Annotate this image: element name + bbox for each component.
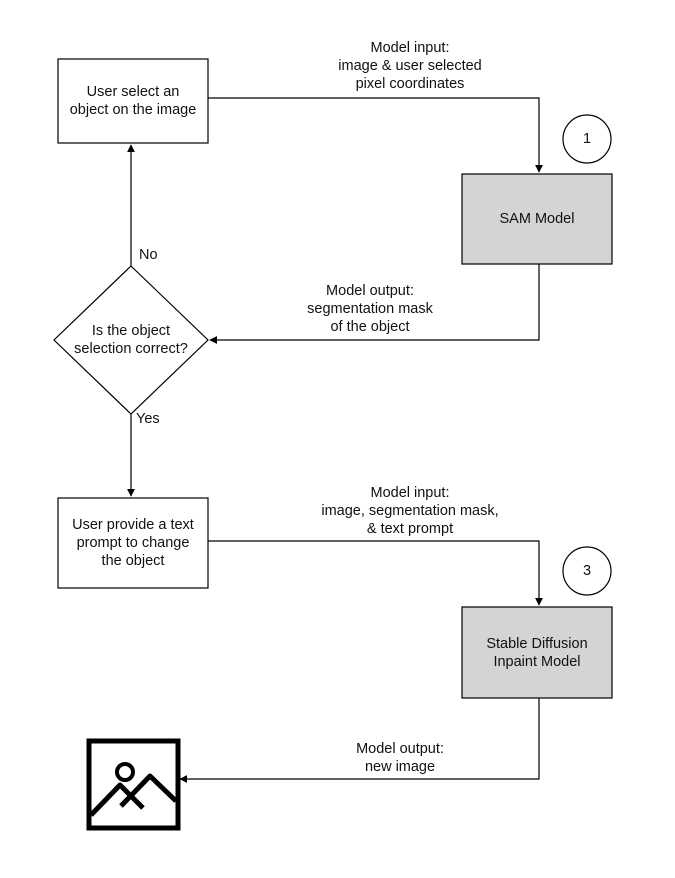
model-output-1-label: Model output: segmentation mask of the o… <box>307 283 433 335</box>
step-1-number: 1 <box>582 131 592 147</box>
user-prompt-box <box>57 497 209 589</box>
sam-model-box <box>461 173 613 265</box>
sam-model-label: SAM Model <box>499 211 575 227</box>
yes-label: Yes <box>136 411 160 427</box>
arrow-sd-to-new-image <box>179 698 540 783</box>
step-3-circle <box>562 546 612 596</box>
decision-label: Is the object selection correct? <box>74 323 188 357</box>
sd-model-box <box>461 606 613 699</box>
model-output-2-label: Model output: new image <box>356 741 444 775</box>
model-input-1-label: Model input: image & user selected pixel… <box>338 40 482 92</box>
user-select-box <box>57 58 209 144</box>
arrow-user-select-to-sam <box>208 97 543 173</box>
user-prompt-label: User provide a text prompt to change the… <box>72 517 194 569</box>
no-label: No <box>139 247 158 263</box>
arrow-sam-to-decision <box>209 264 540 344</box>
model-input-2-label: Model input: image, segmentation mask, &… <box>321 485 499 537</box>
image-icon <box>86 738 181 831</box>
step-3-number: 3 <box>582 563 592 579</box>
user-select-label: User select an object on the image <box>69 84 197 118</box>
step-1-circle <box>562 114 612 164</box>
sd-model-label: Stable Diffusion Inpaint Model <box>486 635 588 670</box>
arrow-user-prompt-to-sd <box>208 540 543 606</box>
